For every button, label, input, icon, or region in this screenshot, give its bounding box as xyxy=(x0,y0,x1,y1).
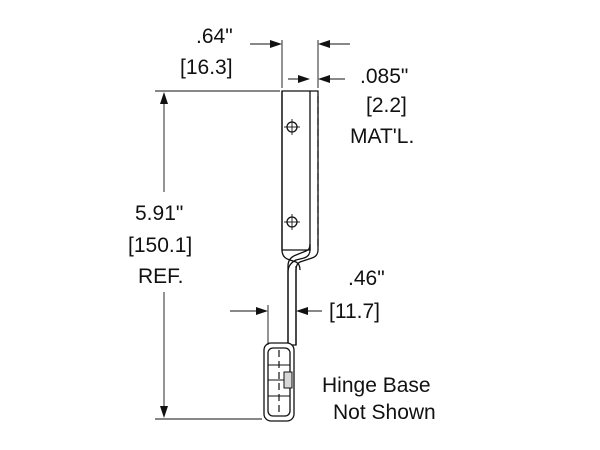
note-line-2: Not Shown xyxy=(333,401,436,424)
mounting-hole-upper xyxy=(284,119,300,135)
material-label: MAT'L. xyxy=(350,125,414,148)
hinge-base-note: Hinge Base Not Shown xyxy=(322,374,436,424)
arrowhead-offset-right xyxy=(296,307,308,315)
arrowhead-height-bottom xyxy=(160,406,168,418)
arrowhead-offset-left xyxy=(256,307,268,315)
arrowhead-width-left xyxy=(270,40,282,48)
height-inches-label: 5.91" xyxy=(135,202,183,225)
height-mm-label: [150.1] xyxy=(128,234,192,257)
arrowhead-mat-left xyxy=(298,75,310,83)
width-inches-label: .64" xyxy=(196,25,233,48)
width-mm-label: [16.3] xyxy=(180,56,233,79)
arrowhead-width-right xyxy=(318,40,330,48)
material-mm-label: [2.2] xyxy=(366,94,407,117)
arrowhead-mat-right xyxy=(318,75,330,83)
mounting-hole-lower xyxy=(284,214,300,230)
height-ref-label: REF. xyxy=(138,265,184,288)
arrowhead-height-top xyxy=(160,92,168,104)
leaf-joggle xyxy=(281,249,301,271)
material-inches-label: .085" xyxy=(360,65,408,88)
offset-mm-label: [11.7] xyxy=(329,300,380,323)
note-line-1: Hinge Base xyxy=(322,374,431,397)
offset-inches-label: .46" xyxy=(348,267,385,290)
dimension-height: 5.91" [150.1] REF. xyxy=(128,90,280,420)
dimension-offset: .46" [11.7] xyxy=(230,267,385,345)
hinge-leaf-part xyxy=(281,90,319,346)
hinge-knuckle xyxy=(263,342,295,422)
dimension-width: .64" [16.3] xyxy=(180,25,350,88)
leaf-joggle-inner xyxy=(287,249,311,273)
knuckle-pin xyxy=(283,371,293,389)
dimension-material: .085" [2.2] MAT'L. xyxy=(288,65,414,148)
